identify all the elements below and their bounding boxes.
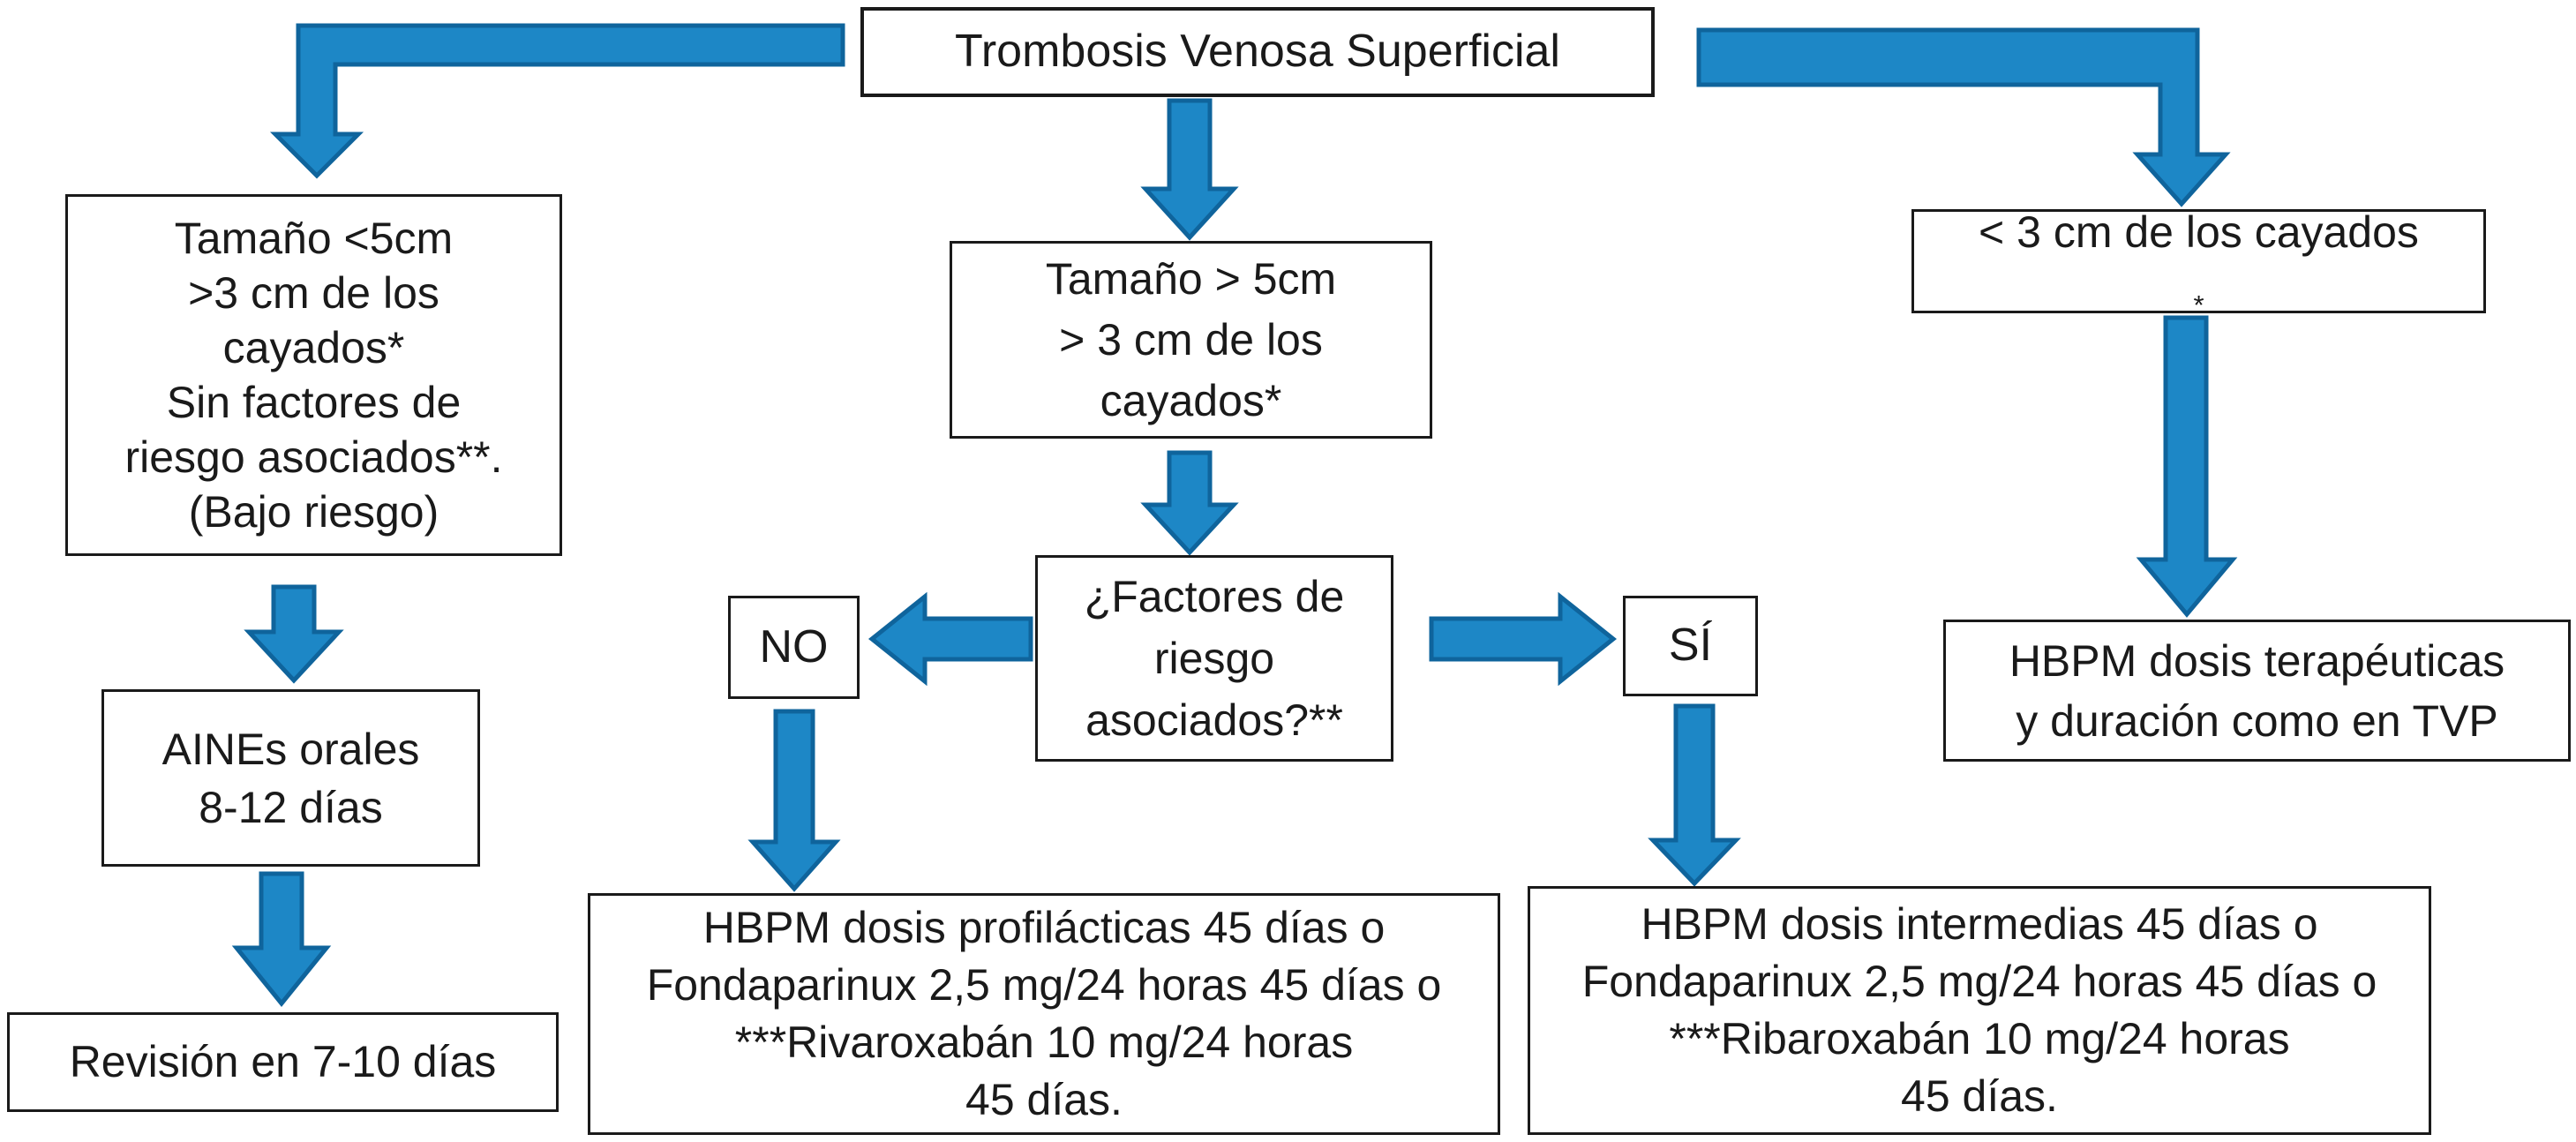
node-si: SÍ — [1623, 596, 1758, 696]
node-revision-label: Revisión en 7-10 días — [69, 1037, 497, 1086]
node-hbpm-prophylactic: HBPM dosis profilácticas 45 días o Fonda… — [588, 893, 1500, 1135]
node-no-label: NO — [759, 620, 829, 672]
node-lt3cm: < 3 cm de los cayados * — [1911, 207, 2486, 319]
node-size-gt5: Tamaño > 5cm > 3 cm de los cayados* — [950, 241, 1432, 439]
node-lt3cm-text: < 3 cm de los cayados — [1979, 207, 2419, 257]
arrow-question-to-no — [867, 591, 1033, 687]
arrow-aines-to-revision — [231, 871, 332, 1007]
node-title-label: Trombosis Venosa Superficial — [955, 26, 1560, 78]
node-title: Trombosis Venosa Superficial — [860, 7, 1655, 97]
arrow-lowrisk-to-aines — [244, 584, 344, 684]
node-risk-question: ¿Factores de riesgo asociados?** — [1035, 555, 1393, 762]
node-si-label: SÍ — [1668, 620, 1713, 672]
node-hbpm-therapeutic: HBPM dosis terapéuticas y duración como … — [1943, 620, 2571, 762]
node-low-risk: Tamaño <5cm >3 cm de los cayados* Sin fa… — [65, 194, 562, 556]
node-no: NO — [728, 596, 860, 699]
node-aines: AINEs orales 8-12 días — [101, 689, 480, 867]
arrow-question-to-si — [1429, 591, 1618, 687]
arrow-si-to-intermediate — [1648, 703, 1741, 887]
arrow-title-to-lt3cm — [1696, 27, 2231, 207]
node-lt3cm-subscript: * — [2193, 289, 2204, 320]
arrow-title-to-size — [1140, 98, 1239, 241]
node-hbpm-intermediate: HBPM dosis intermedias 45 días o Fondapa… — [1528, 886, 2431, 1135]
arrow-lt3cm-to-therapeutic — [2136, 315, 2238, 618]
arrow-title-to-lowrisk — [269, 23, 845, 179]
node-revision: Revisión en 7-10 días — [7, 1012, 559, 1112]
arrow-no-to-prophylactic — [747, 709, 841, 892]
arrow-size-to-question — [1140, 450, 1239, 556]
